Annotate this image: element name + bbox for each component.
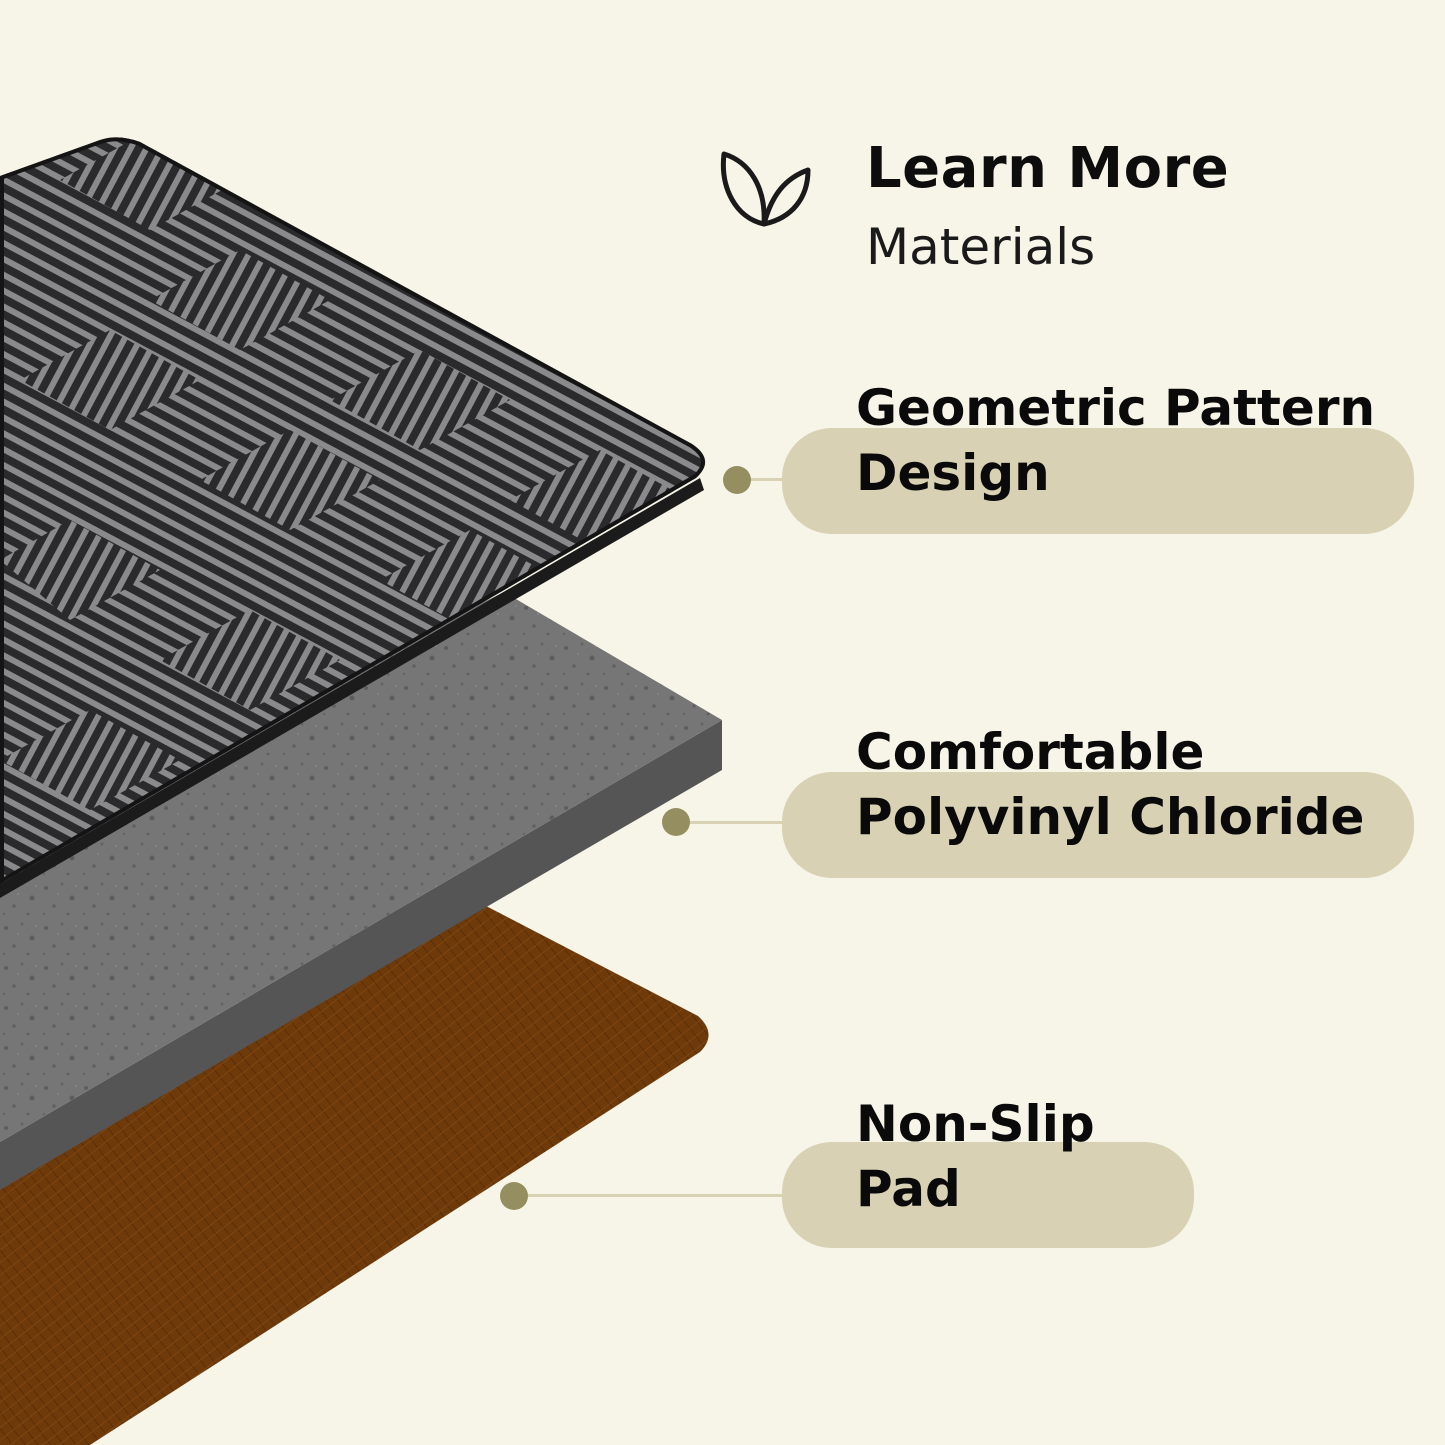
callout-pill [782,428,1414,534]
connector-line [676,821,788,824]
callout-pill [782,1142,1194,1248]
callout-label-line2: Pad [856,1160,961,1218]
page-title: Learn More [866,136,1230,201]
callout-label-line1: Comfortable [856,723,1205,781]
callout-label-line1: Non-Slip [856,1095,1095,1153]
callout-pill [782,772,1414,878]
leaf-icon [720,151,811,227]
connector-line [514,1194,788,1197]
pvc-foam-layer [0,592,722,1142]
connector-line [738,478,788,481]
non-slip-pad-layer [0,906,709,1445]
page-subtitle: Materials [866,218,1096,276]
layer-marker-dot [662,808,690,836]
callout-label-line2: Design [856,444,1050,502]
callout-label-line1: Geometric Pattern [856,379,1376,437]
callout-label-line2: Polyvinyl Chloride [856,788,1365,846]
layer-marker-dot [723,466,751,494]
layer-marker-dot [500,1182,528,1210]
